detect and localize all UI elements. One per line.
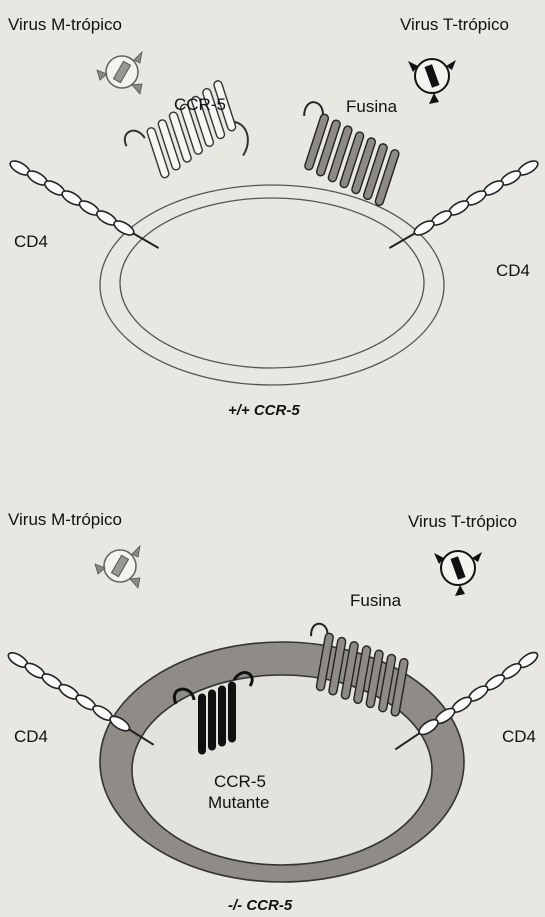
ccr5-mutant-label-line2: Mutante bbox=[208, 793, 269, 812]
fusina-label: Fusina bbox=[346, 97, 398, 116]
ccr5-label: CCR-5 bbox=[174, 95, 226, 114]
cell-membrane-outer bbox=[100, 185, 444, 385]
bottom-panel: Virus M-trópico Virus T-trópico Fusina C… bbox=[6, 510, 540, 914]
virus-t-label-bottom: Virus T-trópico bbox=[408, 512, 517, 531]
cell-membrane-inner bbox=[120, 198, 424, 368]
virus-m-label: Virus M-trópico bbox=[8, 15, 122, 34]
cd4-left-label: CD4 bbox=[14, 232, 48, 251]
ccr5-receptor bbox=[116, 77, 253, 189]
virus-t-label: Virus T-trópico bbox=[400, 15, 509, 34]
virus-t-icon bbox=[408, 59, 456, 104]
cd4-right-label: CD4 bbox=[496, 261, 530, 280]
fusina-label-bottom: Fusina bbox=[350, 591, 402, 610]
bottom-caption: -/- CCR-5 bbox=[228, 897, 293, 914]
top-panel: Virus M-trópico Virus T-trópico CCR-5 Fu… bbox=[8, 15, 540, 419]
virus-m-icon bbox=[97, 52, 142, 94]
virus-m-icon-bottom bbox=[95, 546, 140, 588]
ccr5-mutant-label-line1: CCR-5 bbox=[214, 772, 266, 791]
virus-t-icon-bottom bbox=[434, 551, 482, 596]
cd4-right-molecule bbox=[387, 158, 540, 252]
virus-m-label-bottom: Virus M-trópico bbox=[8, 510, 122, 529]
top-caption: +/+ CCR-5 bbox=[228, 402, 300, 419]
cd4-left-label-bottom: CD4 bbox=[14, 727, 48, 746]
cd4-right-label-bottom: CD4 bbox=[502, 727, 536, 746]
